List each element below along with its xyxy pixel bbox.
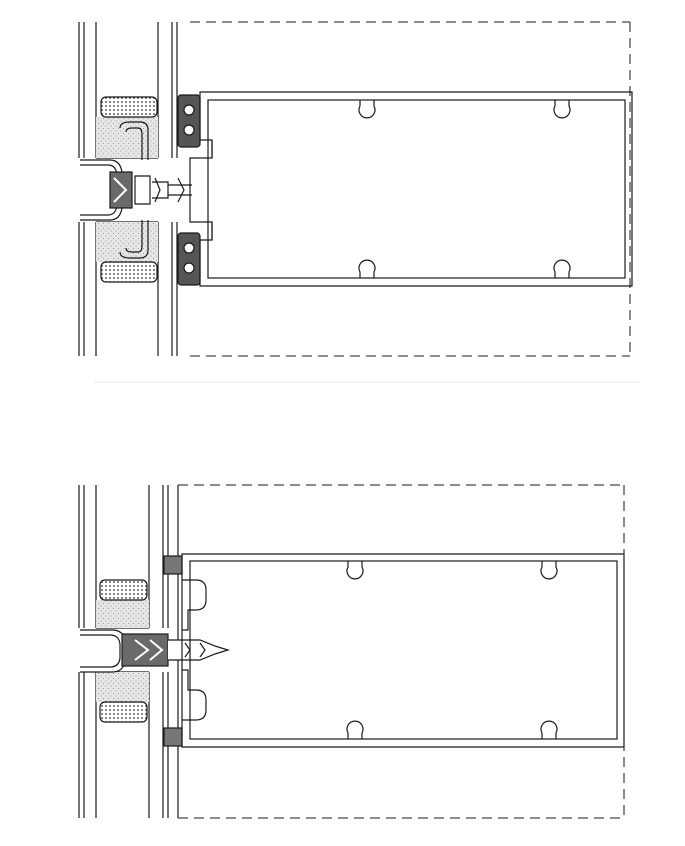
glazing-unit-upper-bottom (78, 485, 179, 818)
gasket-lower (177, 232, 201, 286)
detail-top (78, 21, 640, 383)
glazing-unit-upper (78, 22, 178, 159)
center-joint (80, 121, 192, 259)
mullion-profile-bottom (181, 553, 625, 748)
mullion-profile-top (189, 91, 633, 287)
spacer-block-bottom (163, 727, 183, 747)
glazing-unit-lower-bottom (78, 671, 169, 818)
dashed-boundary-bottom (178, 484, 625, 819)
detail-bottom (78, 484, 625, 819)
spacer-block-top (163, 555, 183, 575)
center-joint-bottom (80, 629, 231, 673)
dashed-boundary (190, 21, 631, 357)
glazing-unit-lower (78, 221, 178, 356)
gasket-upper (177, 94, 201, 148)
